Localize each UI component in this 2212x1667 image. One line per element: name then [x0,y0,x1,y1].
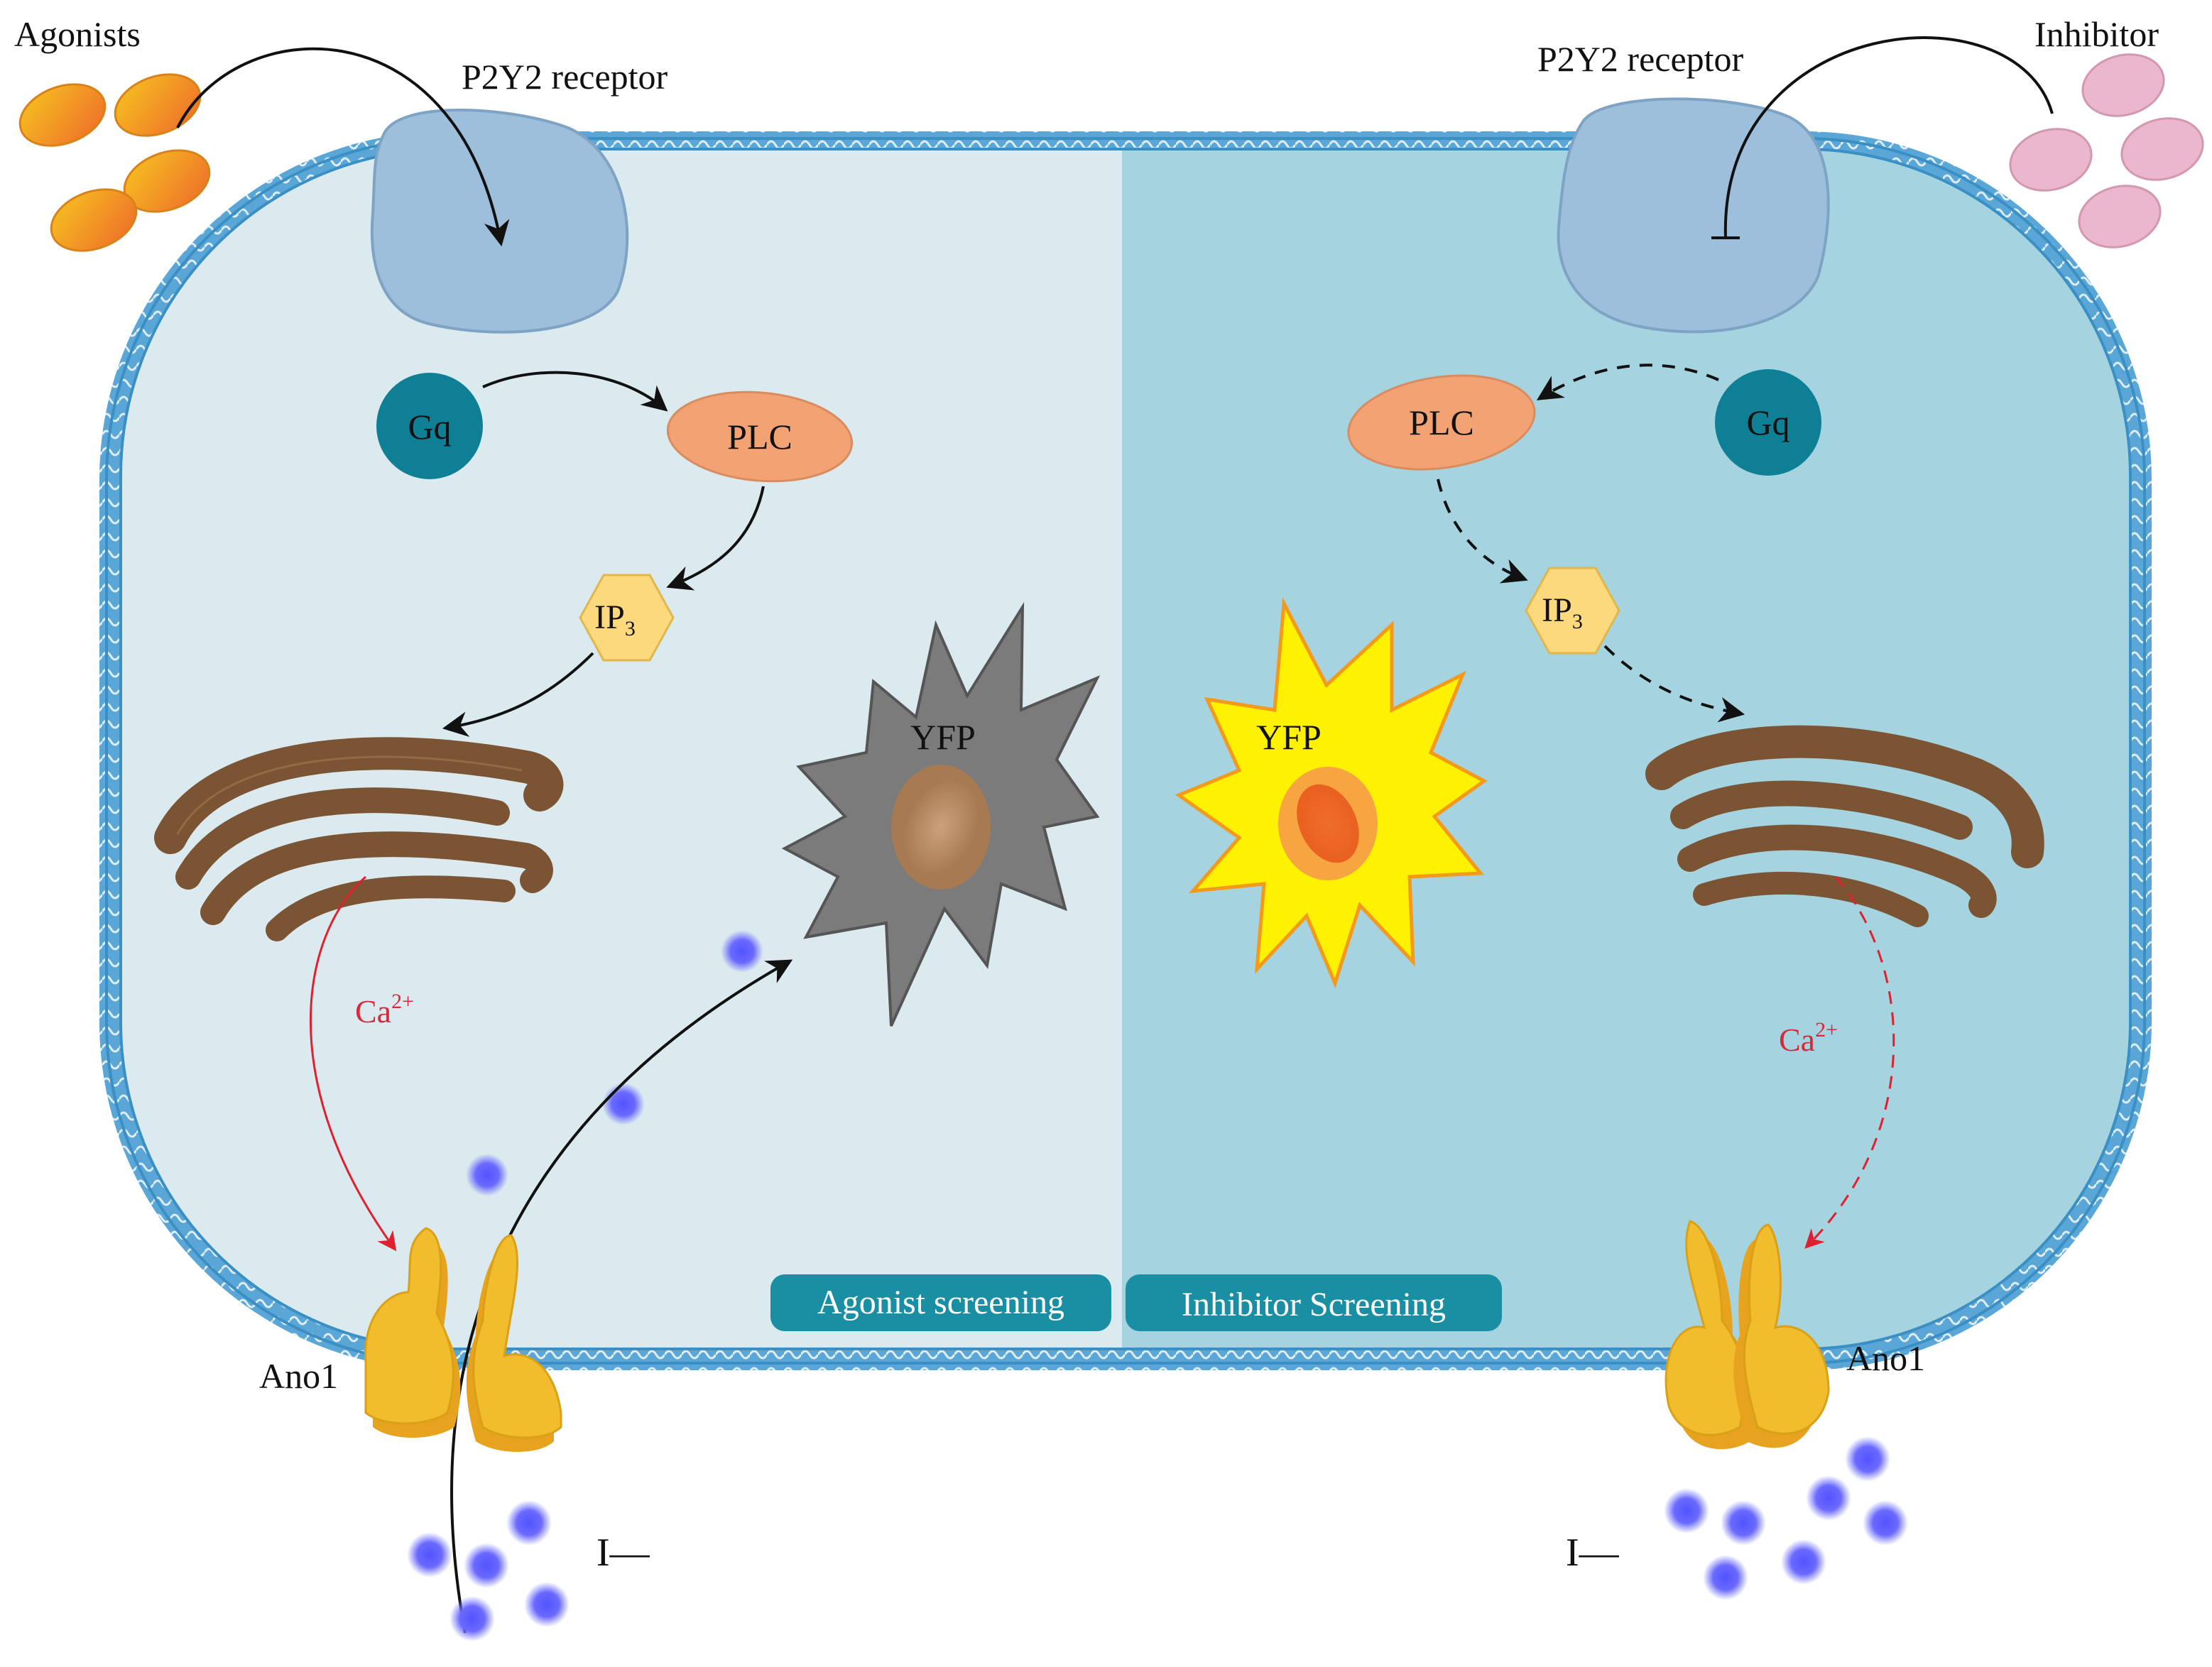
ca-release-arrow-left [310,875,397,1252]
er-left-highlight [176,755,523,835]
p2y2-receptor-right [1557,97,1830,334]
plc-right-label: PLC [1409,403,1474,442]
gq-right [1715,369,1821,476]
gq-left [376,373,483,479]
agonist-screening-label: Agonist screening [817,1284,1064,1321]
arrow-plc-ip3-right [1437,479,1528,584]
agonist-particles [18,73,211,252]
iodide-ions-outside-right [1664,1436,1908,1600]
ano1-right-label: Ano1 [1846,1338,1925,1378]
inhibitor-screening-label: Inhibitor Screening [1182,1286,1446,1323]
agonists-label: Agonists [14,14,141,54]
iodide-left-label: I— [596,1531,650,1575]
receptor-right-label: P2Y2 receptor [1537,39,1744,79]
endoplasmic-reticulum-left [154,737,564,941]
ca-left-label: Ca2+ [355,990,414,1029]
yfp-left-core [903,780,979,875]
plc-left-label: PLC [727,417,792,457]
arrow-gq-plc-right [1536,364,1719,400]
ip3-right [1525,567,1620,655]
inhibitor-label: Inhibitor [2034,14,2159,54]
ano1-channel-right [1665,1220,1830,1450]
arrow-plc-ip3-left [666,486,765,591]
plc-left [666,390,854,483]
arrow-ip3-er-right [1603,645,1745,723]
plc-right [1347,374,1536,471]
inhibitor-binding-line [1723,36,2054,239]
ip3-left [579,574,675,662]
inhibitor-particles [2009,53,2204,248]
endoplasmic-reticulum-right [1645,725,2044,927]
ano1-channel-left [364,1227,562,1452]
ip3-left-label: IP3 [594,599,636,640]
p2y2-receptor-left [370,109,629,334]
yfp-right-core [1297,784,1359,863]
yfp-left-label: YFP [910,717,976,757]
yfp-right-label: YFP [1256,717,1322,757]
gq-left-label: Gq [408,407,451,447]
inhibitor-screening-banner [1126,1274,1502,1331]
arrow-gq-plc-left [482,371,668,412]
ip3-right-label: IP3 [1542,591,1583,633]
ano1-left-label: Ano1 [259,1356,338,1396]
gq-right-label: Gq [1746,403,1789,442]
receptor-left-label: P2Y2 receptor [462,57,668,97]
ca-release-arrow-right [1804,876,1895,1249]
iodide-ions-outside-left [407,1500,570,1641]
arrow-ip3-er-left [442,652,594,738]
agonist-screening-banner [770,1274,1111,1331]
agonist-binding-arrow [176,47,510,247]
ca-right-label: Ca2+ [1779,1018,1838,1058]
iodide-right-label: I— [1566,1531,1620,1575]
